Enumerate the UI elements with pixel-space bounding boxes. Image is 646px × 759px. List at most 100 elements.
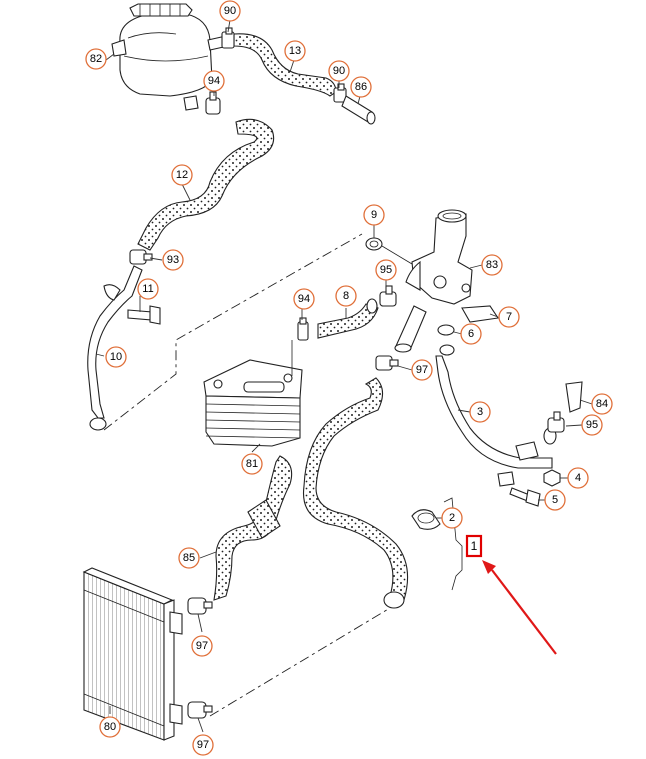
callout-circle (284, 40, 306, 62)
clamp-95-upper (379, 285, 397, 307)
callout-circle (544, 489, 566, 511)
callout-number: 80 (104, 721, 116, 733)
callout-circle (498, 306, 520, 328)
callout-number: 2 (449, 512, 455, 524)
callout-number: 11 (142, 283, 153, 295)
callout-number: 85 (183, 552, 195, 564)
clamp-93 (129, 249, 153, 265)
callout-circle (460, 323, 482, 345)
callout-circle (375, 259, 397, 281)
callout-95[interactable]: 95 (581, 414, 603, 436)
callout-90[interactable]: 90 (328, 60, 350, 82)
callout-94[interactable]: 94 (293, 288, 315, 310)
pipe-3 (435, 344, 557, 487)
callout-number: 3 (477, 406, 483, 418)
clamp-90-lower (333, 83, 347, 103)
connector-86 (341, 95, 376, 125)
callout-11[interactable]: 11 (137, 278, 159, 300)
callout-85[interactable]: 85 (178, 547, 200, 569)
callout-number: 13 (289, 45, 301, 57)
gasket-7 (461, 305, 499, 323)
callout-circle (203, 70, 225, 92)
callout-circle (191, 635, 213, 657)
callout-number: 81 (246, 458, 258, 470)
callout-number: 6 (468, 328, 474, 340)
callout-circle (441, 507, 463, 529)
callout-5[interactable]: 5 (544, 489, 566, 511)
callout-86[interactable]: 86 (350, 76, 372, 98)
gasket-9 (365, 237, 383, 251)
pipe-10 (87, 265, 143, 419)
bracket-84 (565, 381, 583, 413)
callout-circle (219, 0, 241, 22)
clamp-97-lower (187, 701, 213, 719)
callout-circle (363, 204, 385, 226)
callout-circle (105, 346, 127, 368)
clamp-95-lower (547, 411, 565, 433)
callout-circle (162, 249, 184, 271)
callout-95[interactable]: 95 (375, 259, 397, 281)
callout-number: 97 (196, 640, 208, 652)
callout-80[interactable]: 80 (99, 716, 121, 738)
clamp-2 (411, 509, 441, 530)
callout-81[interactable]: 81 (241, 453, 263, 475)
callout-82[interactable]: 82 (85, 48, 107, 70)
callout-number: 95 (586, 419, 598, 431)
callout-circle (192, 734, 214, 756)
clamp-97-middle (187, 597, 213, 615)
callout-90[interactable]: 90 (219, 0, 241, 22)
callout-4[interactable]: 4 (567, 467, 589, 489)
callout-97[interactable]: 97 (191, 635, 213, 657)
callout-circle (411, 359, 433, 381)
callout-7[interactable]: 7 (498, 306, 520, 328)
clamp-94-upper (205, 91, 221, 115)
callout-10[interactable]: 10 (105, 346, 127, 368)
assembly-boundary-line (103, 233, 363, 431)
callout-83[interactable]: 83 (481, 254, 503, 276)
callout-number: 8 (343, 290, 349, 302)
radiator-connection-line (209, 607, 391, 717)
callout-circle (241, 453, 263, 475)
callout-12[interactable]: 12 (171, 164, 193, 186)
callout-number: 7 (506, 311, 512, 323)
callout-number: 12 (176, 169, 188, 181)
pointer-arrow (482, 560, 557, 655)
callout-84[interactable]: 84 (591, 393, 613, 415)
callout-number: 97 (197, 739, 209, 751)
callout-2[interactable]: 2 (441, 507, 463, 529)
callout-number: 82 (90, 53, 102, 65)
callout-97[interactable]: 97 (411, 359, 433, 381)
hose-85 (213, 455, 293, 601)
callout-8[interactable]: 8 (335, 285, 357, 307)
callout-6[interactable]: 6 (460, 323, 482, 345)
callout-circle (328, 60, 350, 82)
callout-circle (85, 48, 107, 70)
callout-circle (567, 467, 589, 489)
callout-number: 94 (298, 293, 310, 305)
o-ring-6 (437, 324, 455, 336)
thermostat-outlet (395, 305, 427, 351)
callout-circle (591, 393, 613, 415)
hose-12 (137, 118, 275, 251)
highlighted-part-label: 1 (471, 539, 478, 553)
clamp-94-middle (297, 317, 309, 341)
bolt-11 (127, 305, 161, 325)
callout-3[interactable]: 3 (469, 401, 491, 423)
thermostat-housing (405, 209, 473, 305)
callout-number: 97 (416, 364, 428, 376)
callout-number: 93 (167, 254, 179, 266)
main-coolant-hose (302, 377, 409, 601)
callout-circle (99, 716, 121, 738)
callout-93[interactable]: 93 (162, 249, 184, 271)
callout-13[interactable]: 13 (284, 40, 306, 62)
callout-number: 90 (224, 5, 236, 17)
callout-97[interactable]: 97 (192, 734, 214, 756)
callout-circle (581, 414, 603, 436)
oil-cooler (203, 359, 303, 447)
callout-9[interactable]: 9 (363, 204, 385, 226)
callout-94[interactable]: 94 (203, 70, 225, 92)
highlighted-part-callout[interactable]: 1 (465, 534, 483, 558)
callout-number: 5 (552, 494, 558, 506)
